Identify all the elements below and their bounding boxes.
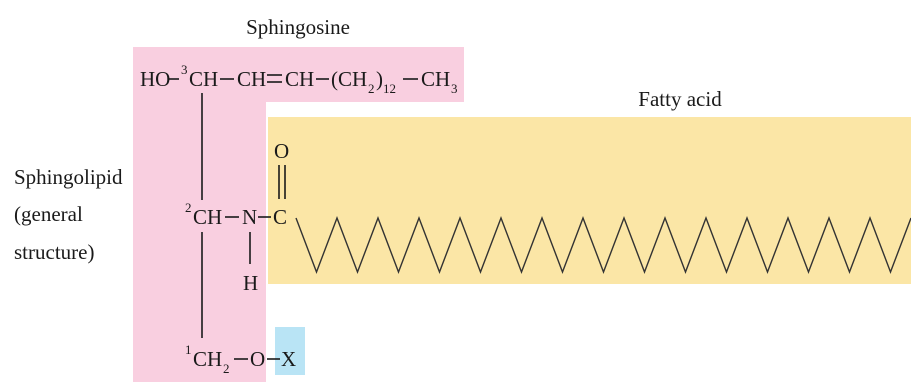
locant-1: 1 <box>185 342 192 357</box>
c3-ch: CH <box>189 67 218 91</box>
sphingosine-label: Sphingosine <box>246 15 350 39</box>
c4-ch: CH <box>237 67 266 91</box>
locant-3: 3 <box>181 62 188 77</box>
c5-ch: CH <box>285 67 314 91</box>
sphingosine-region <box>133 47 464 382</box>
fatty-acid-label: Fatty acid <box>638 87 722 111</box>
carbonyl-c: C <box>273 205 287 229</box>
ester-o: O <box>250 347 265 371</box>
sphingolipid-label-line3: structure) <box>14 240 94 264</box>
fatty-acid-region <box>268 117 911 284</box>
amide-h: H <box>243 271 258 295</box>
ch2-repeat-close: ) <box>376 67 383 91</box>
amide-n: N <box>242 205 257 229</box>
c2-ch: CH <box>193 205 222 229</box>
sphingolipid-label-line1: Sphingolipid <box>14 165 123 189</box>
locant-2: 2 <box>185 200 192 215</box>
carbonyl-o: O <box>274 139 289 163</box>
ch2-repeat-open: (CH <box>331 67 367 91</box>
c1-ch2-sub: 2 <box>223 361 230 376</box>
ch3-group: CH <box>421 67 450 91</box>
ch3-sub: 3 <box>451 81 458 96</box>
repeat-count: 12 <box>383 81 396 96</box>
ho-group: HO <box>140 67 170 91</box>
ch2-repeat-sub: 2 <box>368 81 375 96</box>
x-group: X <box>281 347 296 371</box>
x-group-region <box>275 327 305 375</box>
fatty-acid-chain <box>295 216 911 274</box>
sphingolipid-label-line2: (general <box>14 202 83 226</box>
c1-ch2: CH <box>193 347 222 371</box>
